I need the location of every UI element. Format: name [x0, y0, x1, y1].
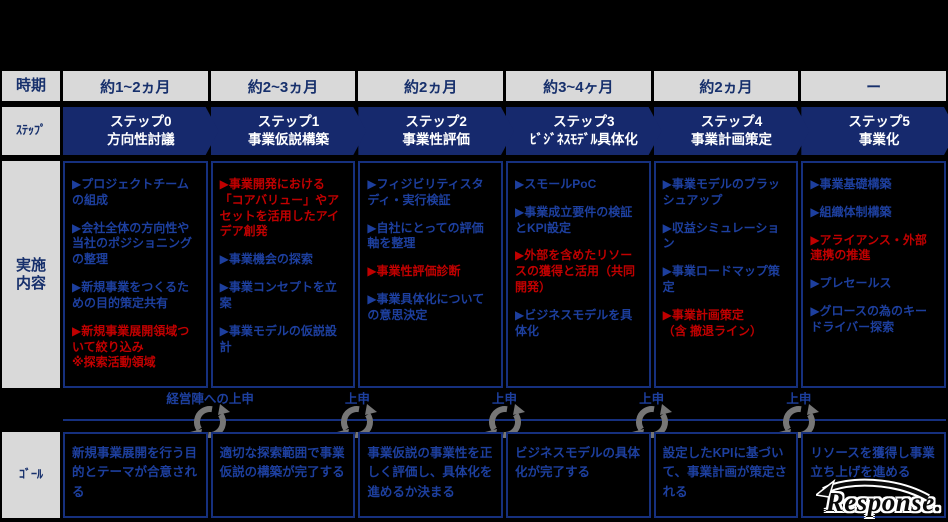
row-label-period: 時期 [2, 71, 60, 101]
timeline-line [63, 419, 946, 421]
response-logo: Response. [815, 478, 942, 518]
content-item: ▶収益シミュレーション [662, 220, 780, 251]
period-row: 時期 約1~2ヵ月 約2~3ヵ月 約2ヵ月 約3~4ヶ月 約2ヵ月 ー [2, 71, 946, 101]
step-subtitle: 事業仮説構築 [247, 132, 329, 147]
period-cell: 約2~3ヵ月 [210, 71, 356, 101]
step-title: ステップ4 [700, 114, 763, 130]
content-item: ▶スモールPoC [515, 177, 597, 191]
content-item: ▶事業性評価診断 [367, 264, 461, 279]
content-item: ▶事業計画策定 （含 撤退ライン） [662, 307, 762, 338]
step-subtitle: ﾋﾞｼﾞﾈｽﾓﾃﾞﾙ具体化 [529, 132, 638, 147]
swoosh-arrow-icon [815, 478, 930, 502]
report-label: 上申 [491, 392, 518, 406]
period-cell: ー [801, 71, 946, 101]
goal-box-step1: 適切な探索範囲で事業仮説の構築が完了する [210, 432, 356, 518]
goal-box-step5: リソースを獲得し事業立ち上げを進める [801, 432, 946, 518]
step-title: ステップ1 [257, 114, 320, 130]
steps-row: ｽﾃｯﾌﾟ ステップ0 方向性討議 ステップ1 事業仮説構築 ステップ2 事業性… [2, 107, 946, 155]
period-cell: 約2ヵ月 [358, 71, 503, 101]
row-label-content: 実施 内容 [2, 161, 60, 388]
content-item: ▶事業開発における「コアバリュー」やアセットを活用したアイデア創発 [219, 177, 340, 239]
content-item: ▶会社全体の方向性や当社のポジショニングの整理 [72, 220, 193, 267]
content-item: ▶事業具体化についての意思決定 [367, 292, 485, 322]
goal-box-step4: 設定したKPIに基づいて、事業計画が策定される [653, 432, 799, 518]
step-arrow-1: ステップ1 事業仮説構築 [211, 107, 367, 155]
content-item: ▶フィジビリティスタディ・実行検証 [367, 177, 484, 207]
step-title: ステップ3 [553, 114, 615, 130]
content-item: ▶事業成立要件の検証とKPI設定 [515, 204, 633, 235]
report-label: 上申 [639, 392, 665, 406]
period-cell: 約1~2ヵ月 [63, 71, 208, 101]
step-title: ステップ2 [405, 114, 467, 130]
step-arrow-5: ステップ5 事業化 [801, 107, 948, 155]
approval-timeline: 経営陣への上申 上申 上申 上申 [63, 388, 946, 440]
step-title: ステップ5 [848, 114, 910, 130]
step-arrow-4: ステップ4 事業計画策定 [654, 107, 810, 155]
content-item: ▶グロースの為のキードライバー探索 [810, 304, 927, 334]
content-box-step5: ▶事業基礎構築 ▶組織体制構築 ▶アライアンス・外部連携の推進 ▶プレセールス ▶グロー… [801, 161, 946, 388]
row-label-step: ｽﾃｯﾌﾟ [2, 107, 60, 155]
row-label-goal: ｺﾞｰﾙ [2, 432, 60, 518]
content-box-step4: ▶事業モデルのブラッシュアップ ▶収益シミュレーション ▶事業ロードマップ策定 ▶事業… [653, 161, 799, 388]
step-subtitle: 事業性評価 [402, 132, 470, 147]
content-item: ▶アライアンス・外部連携の推進 [810, 232, 927, 263]
content-item: ▶プレセールス [810, 276, 892, 291]
content-item: ▶外部を含めたリソースの獲得と活用（共同開発） [515, 248, 636, 295]
content-item: ▶事業機会の探索 [219, 252, 313, 267]
period-cell: 約3~4ヶ月 [506, 71, 651, 101]
goal-box-step3: ビジネスモデルの具体化が完了する [506, 432, 651, 518]
content-item: ▶新規事業展開領域ついて絞り込み ※探索活動領域 [72, 323, 190, 370]
step-arrow-0: ステップ0 方向性討議 [63, 107, 219, 155]
content-item: ▶新規事業をつくるための目的策定共有 [72, 280, 189, 310]
content-item: ▶組織体制構築 [810, 204, 892, 219]
step-subtitle: 事業計画策定 [690, 132, 772, 147]
report-label: 上申 [344, 392, 370, 406]
content-item: ▶事業ロードマップ策定 [662, 264, 780, 295]
content-item: ▶事業モデルのブラッシュアップ [662, 177, 780, 207]
goal-row: ｺﾞｰﾙ 新規事業展開を行う目的とテーマが合意される 適切な探索範囲で事業仮説の… [2, 432, 946, 518]
content-item: ▶プロジェクトチームの組成 [72, 177, 189, 207]
goal-box-step2: 事業仮説の事業性を正しく評価し、具体化を進めるか決まる [358, 432, 503, 518]
step-subtitle: 方向性討議 [107, 132, 175, 147]
step-title: ステップ0 [110, 114, 172, 130]
step-arrow-2: ステップ2 事業性評価 [358, 107, 514, 155]
content-box-step3: ▶スモールPoC ▶事業成立要件の検証とKPI設定 ▶外部を含めたリソースの獲得と活… [506, 161, 651, 388]
content-box-step0: ▶プロジェクトチームの組成 ▶会社全体の方向性や当社のポジショニングの整理 ▶新規事… [63, 161, 208, 388]
content-box-step1: ▶事業開発における「コアバリュー」やアセットを活用したアイデア創発 ▶事業機会の探… [210, 161, 356, 388]
report-label: 経営陣への上申 [166, 392, 254, 406]
content-item: ▶自社にとっての評価軸を整理 [367, 220, 484, 251]
content-box-step2: ▶フィジビリティスタディ・実行検証 ▶自社にとっての評価軸を整理 ▶事業性評価診断 ▶… [358, 161, 503, 388]
step-arrow-3: ステップ3 ﾋﾞｼﾞﾈｽﾓﾃﾞﾙ具体化 [506, 107, 662, 155]
goal-box-step0: 新規事業展開を行う目的とテーマが合意される [63, 432, 208, 518]
content-item: ▶ビジネスモデルを具体化 [515, 307, 633, 338]
content-row: 実施 内容 ▶プロジェクトチームの組成 ▶会社全体の方向性や当社のポジショニングの… [2, 161, 946, 388]
content-item: ▶事業コンセプトを立案 [219, 280, 337, 310]
step-subtitle: 事業化 [858, 132, 900, 147]
content-item: ▶事業基礎構築 [810, 177, 892, 191]
period-cell: 約2ヵ月 [653, 71, 799, 101]
content-item: ▶事業モデルの仮説設計 [219, 323, 337, 354]
report-label: 上申 [786, 392, 812, 406]
